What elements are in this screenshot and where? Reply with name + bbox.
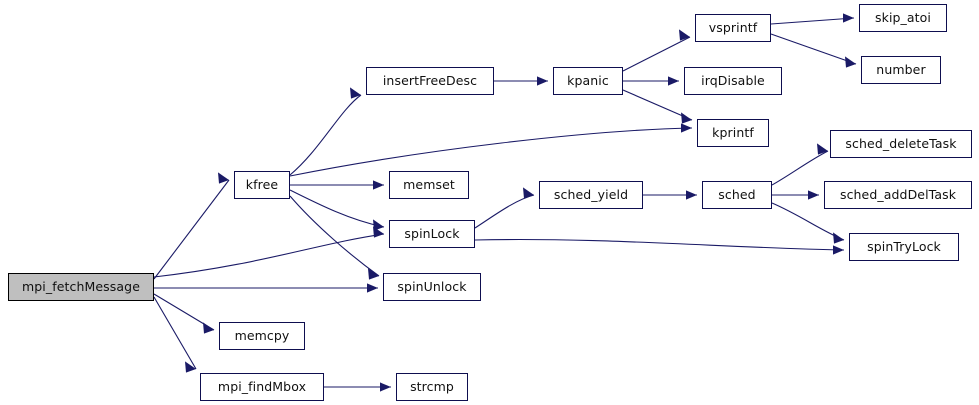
graph-node-kpanic[interactable]: kpanic <box>553 67 623 95</box>
graph-node-spinLock[interactable]: spinLock <box>389 220 475 248</box>
graph-node-memcpy[interactable]: memcpy <box>219 322 305 350</box>
edge-kfree-to-spinLock <box>289 189 385 228</box>
graph-node-sched_addDelTask[interactable]: sched_addDelTask <box>824 181 972 209</box>
graph-node-sched[interactable]: sched <box>702 181 772 209</box>
arrowhead-sched-to-sched_deleteTask <box>817 143 828 155</box>
graph-node-kprintf[interactable]: kprintf <box>697 119 769 147</box>
arrowhead-mpi_fetchMessage-to-spinLock <box>373 226 384 238</box>
graph-node-label: kfree <box>245 176 279 192</box>
graph-node-label: number <box>876 61 926 77</box>
arrowhead-kfree-to-spinUnlock <box>368 268 379 280</box>
edge-spinLock-to-sched_yield <box>474 194 535 229</box>
arrowhead-vsprintf-to-skip_atoi <box>843 13 854 23</box>
graph-node-vsprintf[interactable]: vsprintf <box>695 14 771 42</box>
edge-kfree-to-insertFreeDesc <box>289 94 362 176</box>
arrowhead-kpanic-to-kprintf <box>681 112 692 124</box>
graph-node-label: sched_deleteTask <box>845 135 957 151</box>
arrowhead-mpi_fetchMessage-to-spinUnlock <box>367 283 378 293</box>
graph-node-label: vsprintf <box>708 19 758 35</box>
arrowhead-spinLock-to-spinTryLock <box>833 245 844 255</box>
graph-node-label: mpi_findMbox <box>217 378 307 394</box>
graph-node-label: memset <box>403 176 455 192</box>
edge-vsprintf-to-number <box>770 33 857 65</box>
graph-node-label: mpi_fetchMessage <box>21 278 140 294</box>
graph-node-strcmp[interactable]: strcmp <box>396 373 468 401</box>
graph-node-irqDisable[interactable]: irqDisable <box>684 67 782 95</box>
edge-mpi_fetchMessage-to-kfree <box>153 179 230 280</box>
graph-node-sched_deleteTask[interactable]: sched_deleteTask <box>830 130 972 158</box>
arrowhead-kfree-to-spinLock <box>373 219 384 231</box>
arrowhead-sched-to-sched_addDelTask <box>808 190 819 200</box>
graph-node-label: kprintf <box>712 124 754 140</box>
graph-node-label: strcmp <box>410 378 454 394</box>
graph-node-label: spinUnlock <box>397 278 467 294</box>
arrowhead-mpi_fetchMessage-to-mpi_findMbox <box>185 361 196 373</box>
arrowhead-kpanic-to-irqDisable <box>668 76 679 86</box>
arrowhead-mpi_findMbox-to-strcmp <box>380 382 391 392</box>
arrowhead-kpanic-to-vsprintf <box>679 29 690 41</box>
arrowhead-spinLock-to-sched_yield <box>523 187 534 199</box>
graph-node-skip_atoi[interactable]: skip_atoi <box>859 4 947 32</box>
arrowhead-kfree-to-insertFreeDesc <box>350 87 361 99</box>
graph-node-label: irqDisable <box>701 72 765 88</box>
arrowhead-mpi_fetchMessage-to-kfree <box>218 172 229 184</box>
edge-mpi_fetchMessage-to-mpi_findMbox <box>153 296 197 370</box>
edge-kfree-to-kprintf <box>289 127 693 177</box>
graph-node-sched_yield[interactable]: sched_yield <box>539 181 643 209</box>
graph-node-insertFreeDesc[interactable]: insertFreeDesc <box>366 67 494 95</box>
graph-node-label: spinLock <box>404 225 460 241</box>
edge-kpanic-to-kprintf <box>622 89 693 121</box>
graph-node-memset[interactable]: memset <box>389 171 469 199</box>
edge-sched-to-sched_deleteTask <box>771 150 829 186</box>
arrowhead-mpi_fetchMessage-to-memcpy <box>203 322 214 334</box>
arrowhead-sched-to-spinTryLock <box>833 232 844 244</box>
edge-kfree-to-spinUnlock <box>289 195 380 277</box>
graph-node-spinUnlock[interactable]: spinUnlock <box>383 273 481 301</box>
graph-node-label: insertFreeDesc <box>382 72 478 88</box>
graph-node-label: kpanic <box>567 72 609 88</box>
edge-vsprintf-to-skip_atoi <box>770 17 855 25</box>
arrowhead-sched_yield-to-sched <box>686 190 697 200</box>
graph-node-number[interactable]: number <box>861 56 941 84</box>
graph-node-label: sched <box>718 186 756 202</box>
edge-spinLock-to-spinTryLock <box>474 238 845 251</box>
edge-kpanic-to-vsprintf <box>622 36 691 72</box>
graph-node-mpi_findMbox[interactable]: mpi_findMbox <box>200 373 324 401</box>
graph-node-label: spinTryLock <box>867 238 941 254</box>
graph-node-mpi_fetchMessage[interactable]: mpi_fetchMessage <box>8 273 154 301</box>
edge-mpi_fetchMessage-to-spinLock <box>153 233 385 278</box>
graph-node-label: sched_addDelTask <box>839 186 957 202</box>
edge-mpi_fetchMessage-to-memcpy <box>153 293 215 331</box>
arrowhead-kfree-to-kprintf <box>681 123 692 133</box>
graph-node-label: sched_yield <box>553 186 629 202</box>
graph-node-spinTryLock[interactable]: spinTryLock <box>849 233 959 261</box>
arrowhead-insertFreeDesc-to-kpanic <box>537 76 548 86</box>
arrowhead-vsprintf-to-number <box>845 56 856 68</box>
graph-node-label: memcpy <box>234 327 290 343</box>
arrowhead-kfree-to-memset <box>373 180 384 190</box>
graph-node-label: skip_atoi <box>875 9 931 25</box>
graph-node-kfree[interactable]: kfree <box>234 171 290 199</box>
